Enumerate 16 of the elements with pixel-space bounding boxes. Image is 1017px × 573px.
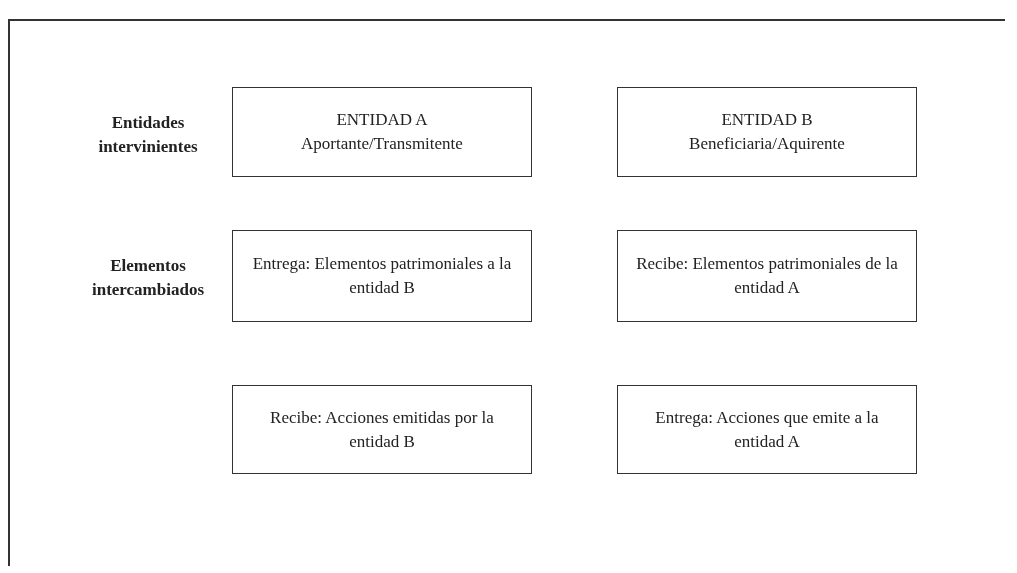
box-text: Entrega: Acciones que emite a la entidad A <box>654 406 880 453</box>
box-text: Entrega: Elementos patrimoniales a la entidad B <box>251 253 513 299</box>
box-text: Aportante/Transmitente <box>301 133 463 155</box>
box-text: Beneficiaria/Aquirente <box>689 133 845 155</box>
text-box <box>232 87 532 177</box>
text-box <box>617 385 917 474</box>
box-text: Recibe: Acciones emitidas por la entidad B <box>269 406 495 453</box>
text-box <box>232 230 532 322</box>
text-box <box>617 87 917 177</box>
text-box <box>232 385 532 474</box>
box-text: Recibe: Elementos patrimoniales de la entidad A <box>635 253 899 299</box>
row-label: Elementos intercambiados <box>90 255 206 301</box>
row-label: Entidades intervinientes <box>97 112 199 158</box>
box-heading: ENTIDAD A <box>336 109 428 131</box>
text-box <box>617 230 917 322</box>
box-heading: ENTIDAD B <box>721 109 813 131</box>
